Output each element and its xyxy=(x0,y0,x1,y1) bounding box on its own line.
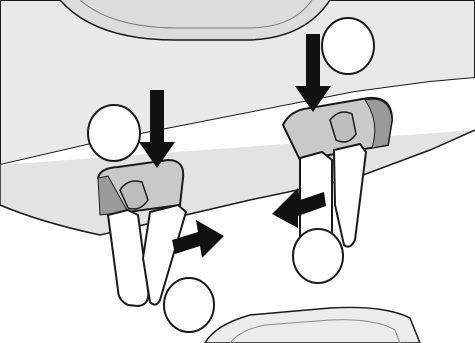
device-bottom-part xyxy=(204,306,421,343)
left-latch-pin xyxy=(119,180,149,210)
device-top-curve xyxy=(59,0,331,41)
right-latch-shade xyxy=(364,98,393,149)
left-latch xyxy=(96,158,188,308)
right-latch-pin xyxy=(329,111,357,143)
callout-right-bottom xyxy=(292,228,344,284)
left-latch-clip-back xyxy=(141,203,188,306)
callout-left-bottom xyxy=(163,277,215,333)
left-arrow-icon xyxy=(272,188,326,228)
device-bottom-inner xyxy=(229,319,401,343)
down-arrow-icon xyxy=(139,90,175,168)
down-arrow-icon xyxy=(295,34,331,112)
callout-right-top xyxy=(321,17,375,75)
right-arrow-icon xyxy=(172,220,224,258)
right-latch-clip-back xyxy=(332,142,368,248)
callout-left-top xyxy=(87,104,141,162)
device-top-curve-inner xyxy=(79,0,313,29)
